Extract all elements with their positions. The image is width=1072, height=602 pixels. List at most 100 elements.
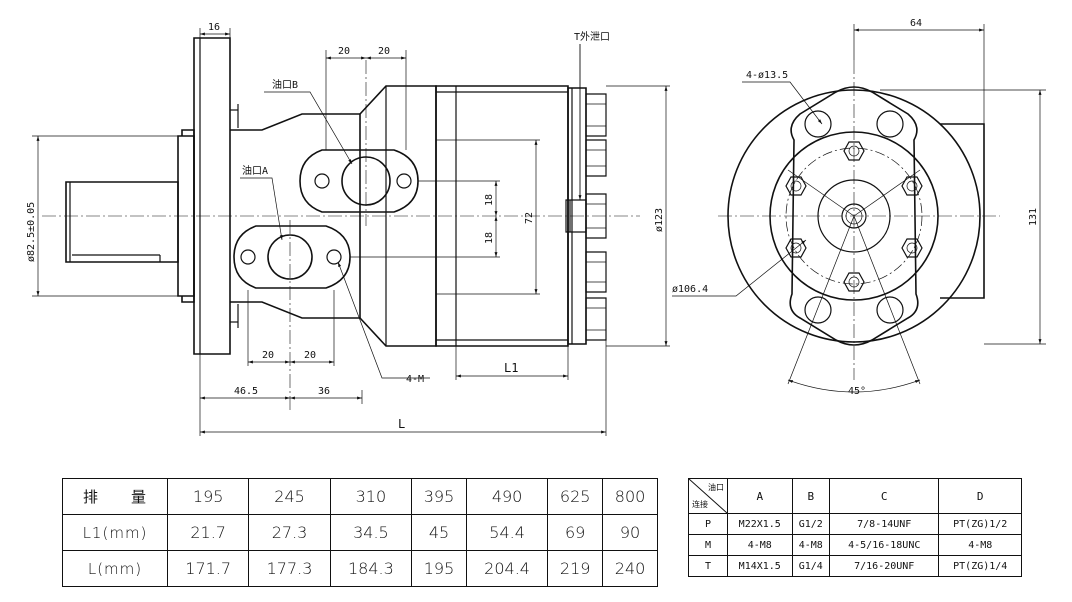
end-cover-circle — [769, 131, 939, 301]
dimension-lines — [36, 32, 668, 434]
column-header: C — [828, 478, 940, 514]
dim-angle: 45° — [848, 386, 866, 397]
table-cell: 54.4 — [465, 514, 549, 551]
column-header: D — [938, 478, 1022, 514]
table-cell: 625 — [547, 478, 604, 515]
engineering-drawing: 16 20 20 ø82.5±0.05 18 18 72 ø123 20 20 … — [26, 18, 1046, 436]
table-cell: 177.3 — [248, 550, 331, 587]
diamond-flange — [789, 86, 919, 346]
mount-hole-bl — [804, 296, 832, 324]
table-cell: 90 — [602, 514, 658, 551]
shaft — [65, 181, 179, 263]
dim-pilot-dia: ø82.5±0.05 — [26, 202, 37, 262]
dim-port-pitch-b1: 20 — [338, 46, 350, 57]
table-row: T M14X1.5 G1/4 7/16-20UNF PT(ZG)1/4 — [688, 555, 1022, 577]
table-cell: 395 — [411, 478, 467, 515]
dim-bolt-holes: 4-ø13.5 — [746, 70, 788, 81]
hub-circle — [817, 179, 891, 253]
bolt-heads — [585, 93, 607, 341]
dim-dist-2: 36 — [318, 386, 330, 397]
table-cell: 184.3 — [329, 550, 413, 587]
dim-port-pitch-b2: 20 — [378, 46, 390, 57]
table-cell: M22X1.5 — [727, 513, 793, 535]
table-cell: 240 — [602, 550, 658, 587]
dim-offset-64: 64 — [910, 18, 922, 29]
dim-body-dia: ø123 — [654, 208, 665, 232]
side-view: 16 20 20 ø82.5±0.05 18 18 72 ø123 20 20 … — [26, 22, 670, 436]
table-row: 排 量 195 245 310 395 490 625 800 — [62, 478, 658, 515]
displacement-table: 排 量 195 245 310 395 490 625 800 L1(mm) 2… — [62, 478, 658, 587]
dim-length-l: L — [398, 417, 405, 431]
leader-lines — [240, 44, 582, 379]
table-cell: 21.7 — [166, 514, 250, 551]
table-corner-cell: 油口 连接 — [688, 478, 728, 514]
table-cell: PT(ZG)1/4 — [938, 555, 1022, 577]
row-label: T — [688, 555, 728, 577]
table-cell: 245 — [248, 478, 331, 515]
table-row: L(mm) 171.7 177.3 184.3 195 204.4 219 24… — [62, 550, 658, 587]
corner-diagonal — [689, 479, 727, 513]
row-label: M — [688, 534, 728, 556]
port-b — [299, 60, 419, 226]
column-header: A — [727, 478, 793, 514]
housing-side-tab — [940, 123, 985, 299]
table-cell: 310 — [329, 478, 413, 515]
table-cell: 69 — [547, 514, 604, 551]
row-header-displacement: 排 量 — [62, 478, 168, 515]
dim-port-span: 72 — [524, 212, 535, 224]
table-cell: 4-M8 — [727, 534, 793, 556]
label-port-a: 油口A — [242, 164, 268, 177]
table-cell: G1/2 — [791, 513, 830, 535]
table-cell: 800 — [602, 478, 658, 515]
table-cell: 204.4 — [465, 550, 549, 587]
table-row: L1(mm) 21.7 27.3 34.5 45 54.4 69 90 — [62, 514, 658, 551]
dim-flange-width: 16 — [208, 22, 220, 33]
table-cell: 7/16-20UNF — [828, 555, 940, 577]
label-mount-thread: 4-M — [406, 374, 424, 385]
dim-lower-pitch-1: 20 — [262, 350, 274, 361]
table-cell: 27.3 — [248, 514, 331, 551]
table-cell: PT(ZG)1/2 — [938, 513, 1022, 535]
corner-label-connection: 连接 — [692, 500, 708, 509]
front-view: 4-ø13.5 64 131 ø106.4 45° — [672, 18, 1046, 397]
dim-height-131: 131 — [1028, 208, 1039, 226]
table-cell: 219 — [547, 550, 604, 587]
table-cell: 4-M8 — [938, 534, 1022, 556]
mounting-flange — [193, 37, 231, 355]
bolt-circle — [785, 147, 923, 285]
mount-hole-tl — [804, 110, 832, 138]
table-row: M 4-M8 4-M8 4-5/16-18UNC 4-M8 — [688, 534, 1022, 556]
dim-port-offset-1: 18 — [484, 194, 495, 206]
table-cell: 34.5 — [329, 514, 413, 551]
table-cell: 195 — [411, 550, 467, 587]
table-cell: 7/8-14UNF — [828, 513, 940, 535]
dim-length-l1: L1 — [504, 361, 518, 375]
shaft-bore — [841, 203, 867, 229]
label-port-b: 油口B — [272, 78, 298, 91]
dim-port-offset-2: 18 — [484, 232, 495, 244]
table-cell: 171.7 — [166, 550, 250, 587]
table-cell: 490 — [465, 478, 549, 515]
housing-neck — [230, 113, 361, 319]
hex-bolts — [785, 141, 923, 292]
port-a — [233, 220, 351, 412]
port-connection-table: 油口 连接 A B C D P M22X1.5 G1/2 7/8-14UNF P… — [688, 478, 1022, 577]
table-cell: 4-M8 — [791, 534, 830, 556]
table-cell: 45 — [411, 514, 467, 551]
corner-label-port: 油口 — [708, 483, 724, 492]
label-drain-t: T外泄口 — [574, 30, 610, 43]
table-row: 油口 连接 A B C D — [688, 478, 1022, 514]
dim-dist-1: 46.5 — [234, 386, 258, 397]
outer-body-circle — [727, 89, 981, 343]
table-cell: M14X1.5 — [727, 555, 793, 577]
table-cell: G1/4 — [791, 555, 830, 577]
table-cell: 195 — [166, 478, 250, 515]
dim-bolt-circle: ø106.4 — [672, 284, 708, 295]
row-header-l: L(mm) — [62, 550, 168, 587]
dim-lower-pitch-2: 20 — [304, 350, 316, 361]
row-label: P — [688, 513, 728, 535]
table-cell: 4-5/16-18UNC — [828, 534, 940, 556]
column-header: B — [791, 478, 830, 514]
mount-hole-tr — [876, 110, 904, 138]
row-header-l1: L1(mm) — [62, 514, 168, 551]
